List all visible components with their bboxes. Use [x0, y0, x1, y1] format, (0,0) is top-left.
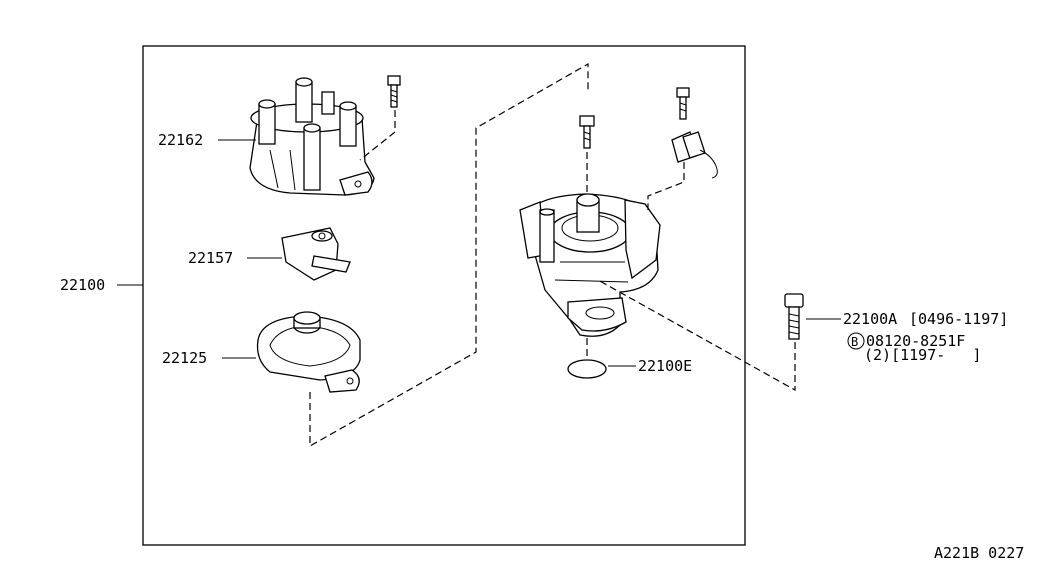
label-assembly: 22100: [60, 276, 105, 294]
label-rotor: 22157: [188, 249, 233, 267]
label-cap: 22162: [158, 131, 203, 149]
label-bolt-b-marker: B: [851, 335, 858, 349]
label-bolt-a-range: [0496-1197]: [909, 310, 1008, 328]
housing-cover: [256, 311, 361, 393]
label-bolt-b-qty-range: (2)[1197- ]: [864, 346, 981, 364]
label-seal: 22100E: [638, 357, 692, 375]
rotor: [281, 227, 351, 281]
diagram-code: A221B 0227: [934, 544, 1024, 562]
distributor-body: [519, 193, 661, 337]
label-housing-cover: 22125: [162, 349, 207, 367]
label-bolt-b: 08120-8251F: [866, 332, 965, 350]
seal: [567, 359, 607, 379]
bolt-b-marker-circle: [847, 332, 865, 350]
body-screw: [579, 115, 595, 149]
distributor-cap: [249, 77, 375, 196]
condenser: [671, 87, 718, 179]
label-bolt-a: 22100A: [843, 310, 897, 328]
diagram-frame: [142, 45, 746, 546]
bolt: [784, 293, 804, 340]
cap-screw: [387, 75, 401, 108]
